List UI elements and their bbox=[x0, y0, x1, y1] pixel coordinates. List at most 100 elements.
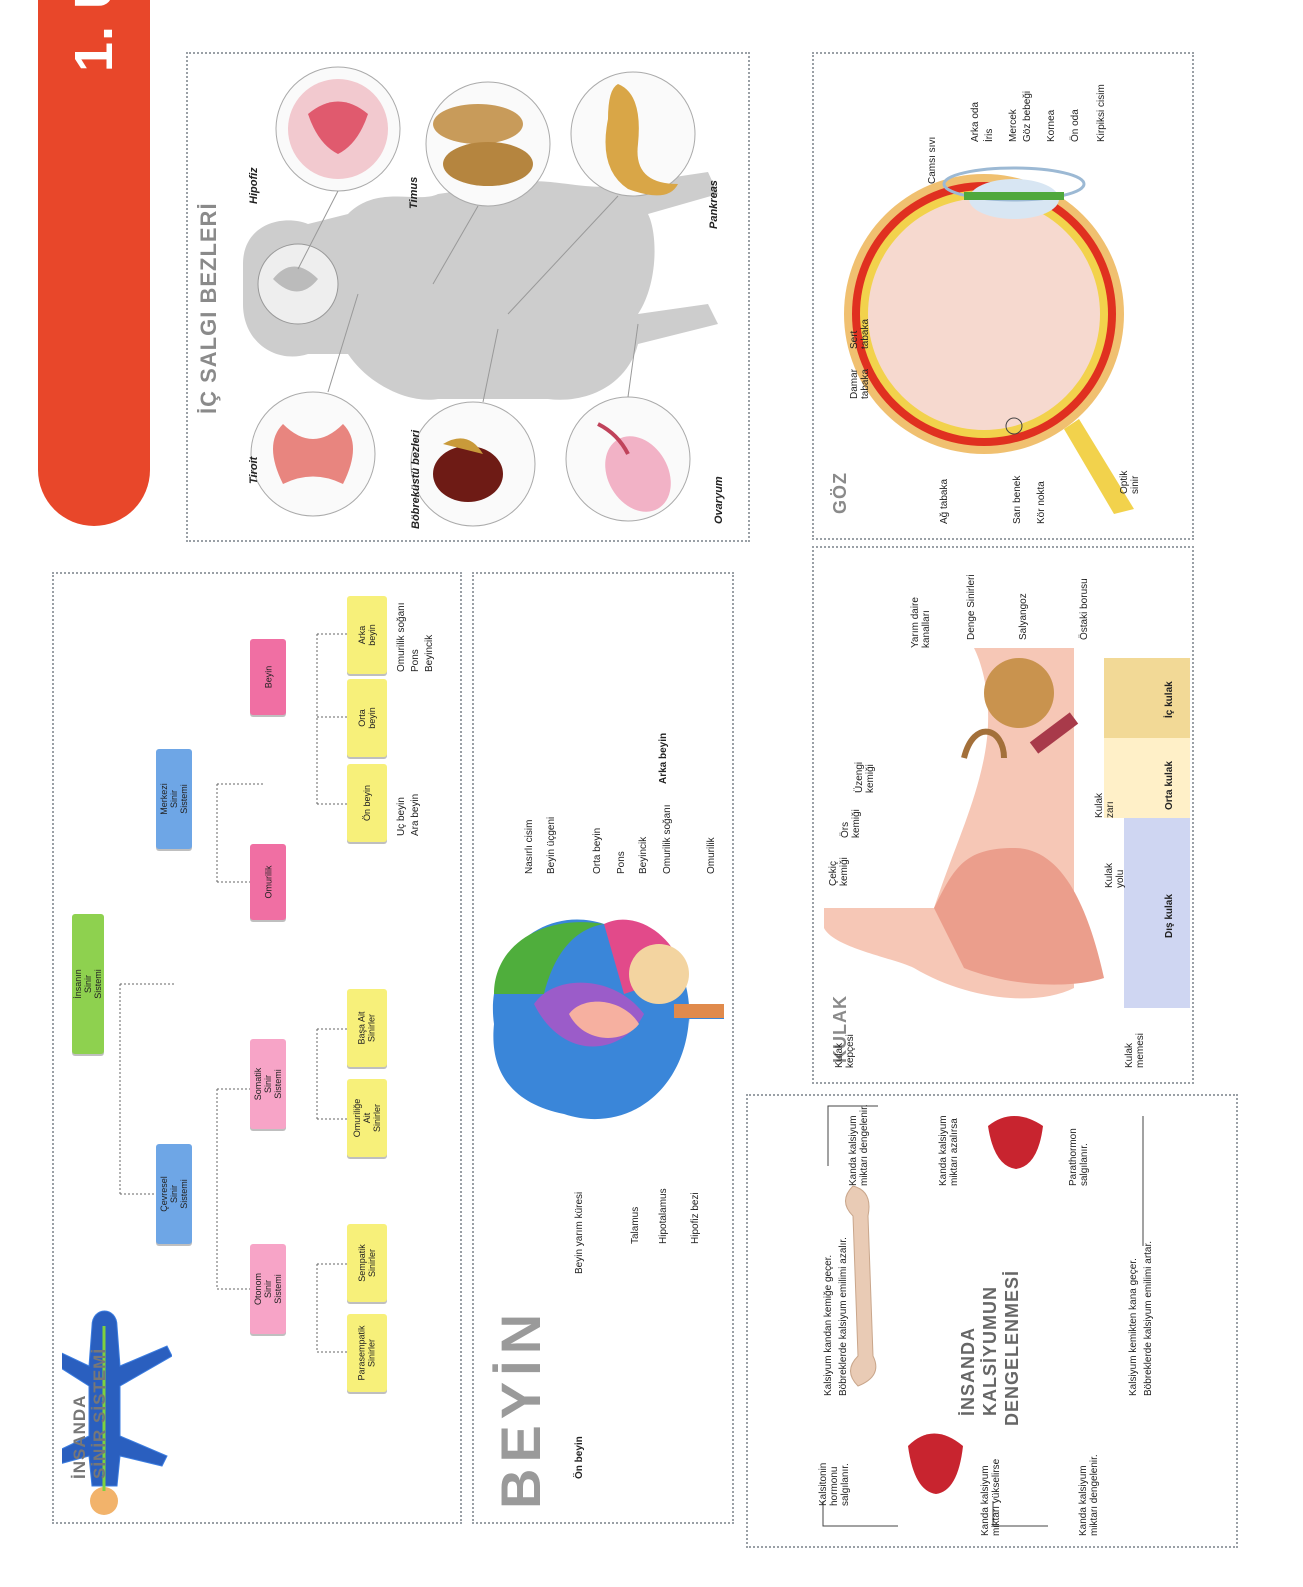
node-autonomic: Otonom Sinir Sistemi bbox=[250, 1244, 286, 1334]
ear-illustration bbox=[824, 648, 1104, 999]
brain-label-ucgen: Beyin üçgeni bbox=[546, 816, 557, 874]
brain-label-pons: Pons bbox=[616, 851, 627, 874]
node-spinal-nerves: Omuriliğe Ait Sinirler bbox=[347, 1079, 387, 1157]
nervous-title-2: SİNİR SİSTEMİ bbox=[90, 1347, 109, 1479]
brain-label-nasirli: Nasırlı cisim bbox=[524, 819, 535, 874]
node-peripheral: Çevresel Sinir Sistemi bbox=[156, 1144, 192, 1244]
label-tiroit: Tiroit bbox=[248, 456, 260, 484]
ear-label-denge: Denge Sinirleri bbox=[966, 574, 977, 640]
ear-zone-label-outer: Dış kulak bbox=[1164, 894, 1175, 938]
pancreas-illustration bbox=[605, 84, 678, 196]
hindbrain-part-3: Beyincik bbox=[424, 634, 435, 672]
ear-zone-label-inner: İç kulak bbox=[1164, 681, 1175, 718]
node-cranial-nerves: Başa Ait Sinirler bbox=[347, 989, 387, 1067]
eye-label-sert-tabaka: Sert tabaka bbox=[849, 318, 871, 349]
eye-label-arka-oda: Arka oda bbox=[970, 101, 981, 142]
pituitary-illustration bbox=[288, 79, 388, 179]
calcium-to-bone-1: Kalsiyum kandan kemiğe geçer. bbox=[823, 1254, 834, 1396]
eye-label-kor-nokta: Kör nokta bbox=[1036, 481, 1047, 524]
eye-label-iris: İris bbox=[984, 128, 995, 142]
brain-title: BEYİN bbox=[489, 1307, 552, 1509]
brain-label-back: Arka beyin bbox=[658, 732, 669, 784]
node-forebrain: Ön beyin bbox=[347, 764, 387, 842]
eye-label-camsi-sivi: Camsı sıvı bbox=[927, 136, 938, 184]
calcium-to-blood-1: Kalsiyum kemikten kana geçer. bbox=[1128, 1258, 1139, 1396]
brain-label-omurilik-sogani: Omurilik soğanı bbox=[662, 804, 673, 874]
calcium-to-bone-2: Böbreklerde kalsiyum emilimi azalır. bbox=[838, 1237, 849, 1396]
brain-panel: BEYİN Ön beyin Arka beyin Beyin yarım kü… bbox=[472, 572, 734, 1524]
glands-title: İÇ SALGI BEZLERİ bbox=[196, 202, 221, 414]
brain-label-yarim-kure: Beyin yarım küresi bbox=[574, 1191, 585, 1274]
ear-label-yol: Kulak yolu bbox=[1104, 862, 1126, 888]
nervous-system-panel: İNSANDA SİNİR SİSTEMİ İnsanın Sinir Sist… bbox=[52, 572, 462, 1524]
node-midbrain: Orta beyin bbox=[347, 679, 387, 757]
label-timus: Timus bbox=[408, 176, 420, 209]
nervous-title-1: İNSANDA bbox=[70, 1394, 89, 1479]
ear-label-zar: Kulak zarı bbox=[1094, 792, 1116, 818]
calcium-panel: İNSANDA KALSİYUMUN DENGELENMESİ Kalsiton… bbox=[746, 1094, 1238, 1548]
node-root: İnsanın Sinir Sistemi bbox=[72, 914, 104, 1054]
calcium-balance-top: Kanda kalsiyum miktarı dengelenir. bbox=[848, 1104, 870, 1186]
eye-illustration bbox=[844, 166, 1134, 514]
ear-label-ostaki: Östaki borusu bbox=[1079, 578, 1090, 640]
eye-label-goz-bebegi: Göz bebeği bbox=[1022, 90, 1033, 142]
node-parasympathetic: Parasempatik Sinirler bbox=[347, 1314, 387, 1392]
label-ovaryum: Ovaryum bbox=[713, 476, 725, 524]
ear-zone-label-middle: Orta kulak bbox=[1164, 761, 1175, 810]
ear-label-uzengi: Üzengi kemiği bbox=[854, 761, 876, 793]
hindbrain-part-2: Pons bbox=[410, 649, 421, 672]
calcium-title-1: İNSANDA bbox=[958, 1326, 978, 1416]
ear-label-salyangoz: Salyangoz bbox=[1018, 593, 1029, 640]
brain-illustration bbox=[492, 919, 724, 1120]
eye-label-kirpiksi-cisim: Kirpiksi cisim bbox=[1096, 84, 1107, 142]
brain-label-hipotalamus: Hipotalamus bbox=[658, 1188, 669, 1244]
eye-label-ag-tabaka: Ağ tabaka bbox=[939, 478, 950, 524]
eye-label-kornea: Kornea bbox=[1046, 109, 1057, 142]
node-sympathetic: Sempatik Sinirler bbox=[347, 1224, 387, 1302]
forebrain-part-2: Ara beyin bbox=[410, 793, 421, 836]
ear-label-meme: Kulak memesi bbox=[1124, 1032, 1146, 1068]
node-brain: Beyin bbox=[250, 639, 286, 715]
eye-label-mercek: Mercek bbox=[1008, 109, 1019, 142]
calcium-to-blood-2: Böbreklerde kalsiyum emilimi artar. bbox=[1143, 1240, 1154, 1396]
ear-panel: KULAK Yarım daire kanalları Denge Sinirl… bbox=[812, 546, 1194, 1084]
eye-panel: GÖZ Camsı sıvı Arka oda İris Mercek Göz … bbox=[812, 52, 1194, 540]
ear-label-yarim-daire: Yarım daire kanalları bbox=[910, 597, 932, 648]
node-somatic: Somatik Sinir Sistemi bbox=[250, 1039, 286, 1129]
ear-label-cekic: Çekiç kemiği bbox=[828, 857, 850, 886]
nervous-body-figure bbox=[62, 1310, 172, 1515]
inner-ear-zone bbox=[1104, 658, 1190, 738]
label-bobrekustu: Böbreküstü bezleri bbox=[410, 429, 422, 529]
ovary-illustration bbox=[597, 422, 671, 512]
calcium-title-2: KALSİYUMUN bbox=[980, 1286, 1000, 1416]
unit-title: 1. ÜNİTE bbox=[63, 0, 125, 72]
outer-ear-zone bbox=[1124, 818, 1190, 1008]
eye-label-damar-tabaka: Damar tabaka bbox=[849, 368, 871, 399]
eye-label-optik-sinir: Optik sinir bbox=[1119, 470, 1141, 494]
node-central: Merkezi Sinir Sistemi bbox=[156, 749, 192, 849]
glands-panel: İÇ SALGI BEZLERİ Hipofiz Timus Pankreas … bbox=[186, 52, 750, 542]
eye-label-sari-benek: Sarı benek bbox=[1012, 475, 1023, 524]
calcium-low: Kanda kalsiyum miktarı azalırsa bbox=[938, 1115, 960, 1186]
brain-label-orta-beyin: Orta beyin bbox=[592, 827, 603, 874]
middle-ear-zone bbox=[1104, 738, 1190, 818]
thyroid-illustration bbox=[273, 424, 353, 484]
brain-label-front: Ön beyin bbox=[574, 1436, 585, 1479]
forebrain-part-1: Uç beyin bbox=[396, 797, 407, 836]
calcium-parathormone: Parathormon salgılanır. bbox=[1068, 1128, 1090, 1186]
eye-title: GÖZ bbox=[830, 472, 850, 514]
body-illustration bbox=[243, 66, 718, 527]
eye-label-on-oda: Ön oda bbox=[1070, 109, 1081, 142]
brain-label-talamus: Talamus bbox=[630, 1206, 641, 1244]
node-spinal: Omurilik bbox=[250, 844, 286, 920]
adrenal-illustration bbox=[433, 438, 503, 502]
label-hipofiz: Hipofiz bbox=[248, 167, 260, 204]
brain-label-hipofiz: Hipofiz bezi bbox=[690, 1192, 701, 1244]
unit-banner: 1. ÜNİTE infografik bbox=[38, 0, 150, 526]
brain-label-beyincik: Beyincik bbox=[638, 836, 649, 874]
calcium-high: Kanda kalsiyum miktarı yükselirse bbox=[980, 1458, 1002, 1536]
calcium-balance-left: Kanda kalsiyum miktarı dengelenir. bbox=[1078, 1454, 1100, 1536]
calcium-illustrations bbox=[822, 1105, 1144, 1527]
ear-label-kepce: Kulak kepçesi bbox=[834, 1034, 856, 1068]
ear-label-ors: Örs kemiği bbox=[840, 809, 862, 838]
